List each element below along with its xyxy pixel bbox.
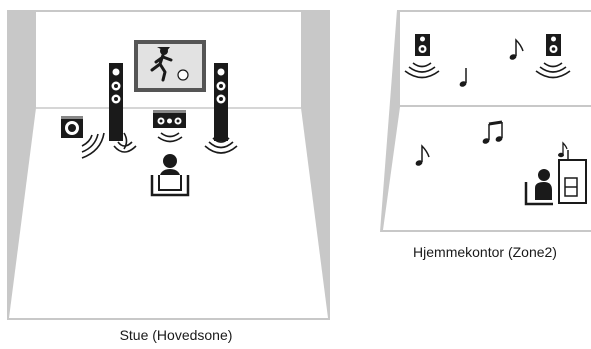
tv-icon bbox=[134, 40, 206, 92]
zone2-speaker-right-icon bbox=[535, 34, 571, 79]
person-at-desk-icon bbox=[524, 150, 587, 206]
front-speaker-left-icon bbox=[109, 63, 137, 153]
zone2-room-back-wall bbox=[400, 12, 591, 105]
music-note-icon bbox=[415, 38, 568, 166]
zone2-room bbox=[380, 10, 591, 232]
zone2-speaker-left-icon bbox=[404, 34, 440, 79]
main-room-floor bbox=[9, 108, 328, 318]
listener-icon bbox=[150, 154, 190, 197]
zone2-room-caption: Hjemmekontor (Zone2) bbox=[413, 244, 557, 260]
main-room-caption: Stue (Hovedsone) bbox=[119, 327, 233, 343]
front-speaker-right-icon bbox=[204, 63, 238, 154]
center-speaker-icon bbox=[153, 110, 186, 143]
subwoofer-icon bbox=[61, 116, 105, 159]
